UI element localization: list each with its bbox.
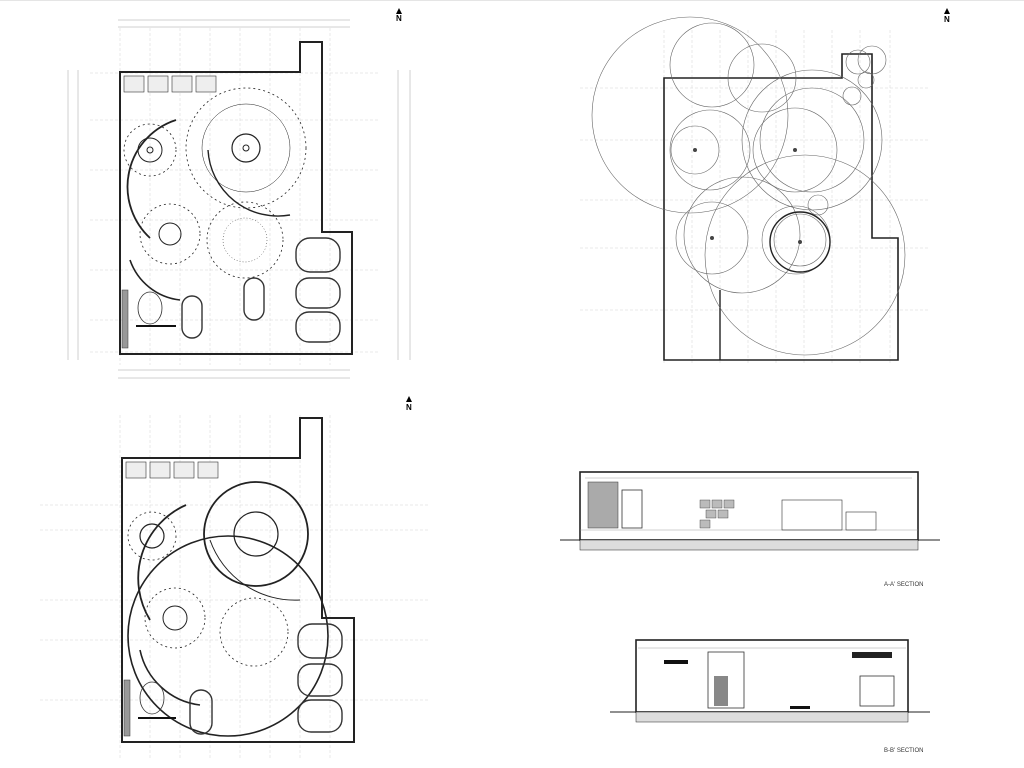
svg-text:N: N <box>406 403 412 412</box>
circle-geometry-plan-top-right: N <box>580 8 950 365</box>
svg-text:N: N <box>396 14 402 23</box>
svg-text:N: N <box>944 15 950 24</box>
north-arrow-icon: N <box>944 8 950 24</box>
section-aa-drawing: A-A' SECTION <box>560 471 940 588</box>
floor-plan-bottom-left: N <box>40 396 430 760</box>
section-bb-drawing: B-B' SECTION <box>610 639 930 754</box>
north-arrow-icon: N <box>396 8 402 23</box>
floor-plan-top-left: N <box>67 8 411 379</box>
section-aa-title: A-A' SECTION <box>884 582 923 588</box>
north-arrow-icon: N <box>406 396 412 412</box>
section-bb-title: B-B' SECTION <box>884 748 923 754</box>
